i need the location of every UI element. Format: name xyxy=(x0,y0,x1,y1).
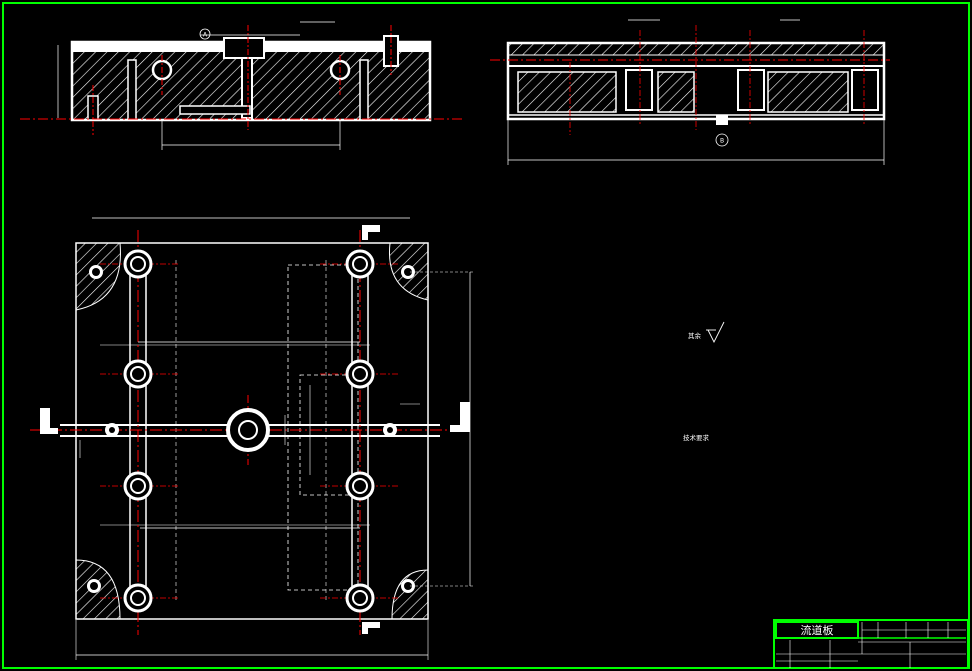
section-mark-b: B xyxy=(720,138,724,145)
roughness-note: 其余 xyxy=(688,331,702,340)
roughness-symbol xyxy=(706,321,725,344)
section-mark-a: A xyxy=(203,32,208,39)
part-name: 流道板 xyxy=(801,623,834,637)
section-view-left xyxy=(20,21,465,150)
tech-req-heading: 技术要求 xyxy=(683,433,710,442)
section-view-right xyxy=(490,19,890,165)
title-block xyxy=(773,619,969,669)
plan-view xyxy=(30,217,475,660)
